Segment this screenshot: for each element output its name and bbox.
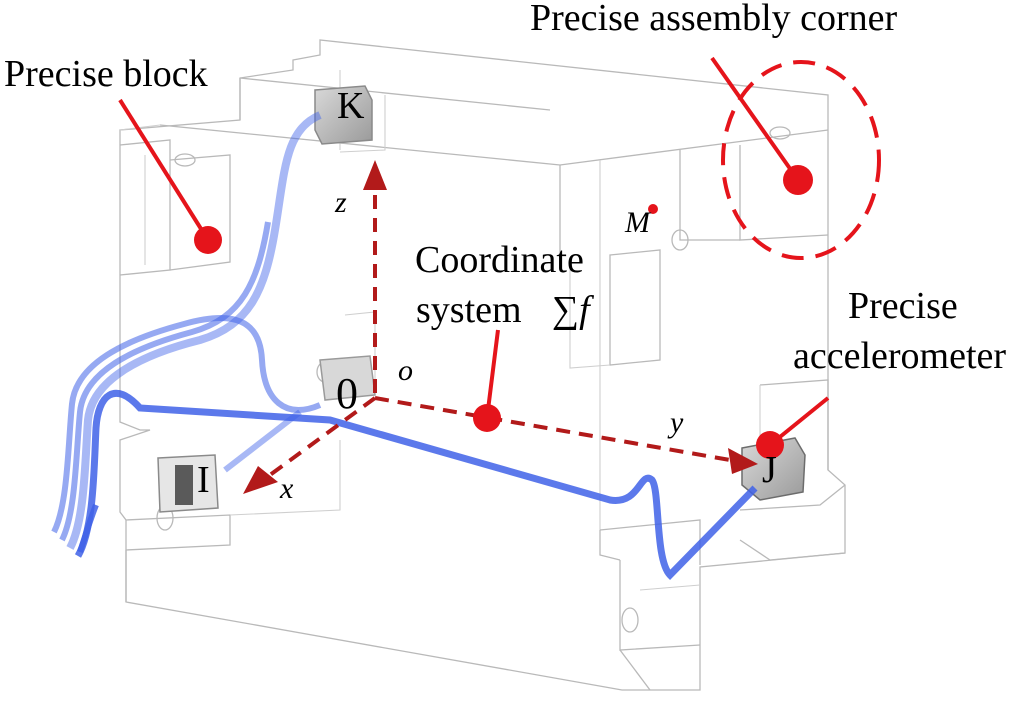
sensor-j-box [741,437,806,501]
assembly-corner-leader [710,56,800,182]
x-axis-label: x [279,472,294,505]
z-axis-arrowhead [363,160,387,190]
coordinate-label-line2: system [416,289,522,331]
precise-label-line1: Precise [848,285,958,327]
coordinate-symbol: ∑f [552,289,594,331]
y-axis-line [374,396,731,462]
node-k-label: K [337,85,365,127]
z-axis-label: z [334,186,347,219]
coordinate-system-dot [473,404,501,432]
origin-block [319,355,376,401]
origin-zero-label: 0 [336,369,358,418]
coordinate-system-leader [485,329,500,419]
precise-block-dot [194,226,222,254]
node-j-label: J [762,449,777,491]
annotations [118,56,881,459]
x-axis-arrowhead [243,466,278,494]
accelerometer-dot [756,431,784,459]
precise-block-label: Precise block [4,53,208,95]
sensor-i-box [157,454,219,513]
coordinate-label-line1: Coordinate [415,239,584,281]
point-m-dot [648,204,658,214]
origin-o-label: o [398,354,413,387]
assembly-corner-dot [783,165,813,195]
point-m-label: M [624,206,652,239]
y-axis-arrowhead [728,448,758,474]
cable-bundle [51,111,758,580]
precise-block-leader [118,98,210,242]
y-axis-label: y [667,406,684,439]
coordinate-axes [243,160,758,494]
block-outline [119,39,846,691]
sensor-k-box [314,85,373,145]
text-labels: Precise block Precise assembly corner Co… [4,0,1006,505]
node-i-label: I [197,459,210,501]
accelerometer-label-line2: accelerometer [793,335,1006,377]
precise-assembly-corner-label: Precise assembly corner [530,0,898,39]
assembly-corner-ellipse [721,60,881,260]
